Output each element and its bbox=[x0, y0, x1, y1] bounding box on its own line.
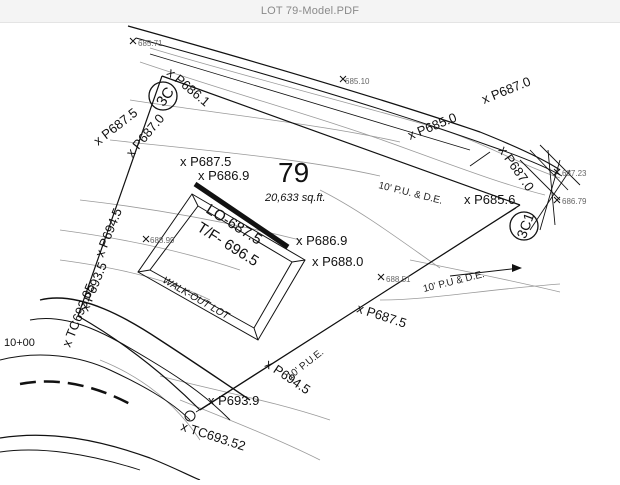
elevation-label: x P693.9 bbox=[208, 393, 259, 408]
spot-label: 688.99 bbox=[150, 236, 175, 245]
house-footprint bbox=[137, 193, 306, 341]
elevation-label: x P687.5 bbox=[180, 154, 231, 169]
spot-label: 685.10 bbox=[345, 77, 370, 86]
title-bar: LOT 79-Model.PDF bbox=[0, 0, 620, 23]
elevation-labels: x P686.1 x P687.5 x P687.0 x P687.5 x P6… bbox=[59, 65, 537, 454]
elevation-label: x P685.0 bbox=[406, 110, 459, 143]
marker-3c: 3C bbox=[148, 81, 178, 111]
contour-lines bbox=[59, 47, 561, 461]
spot-elevations: 685.71 685.10 688.99 687.23 686.79 688.5… bbox=[138, 39, 587, 284]
easement-note: 10' P.U.E. bbox=[285, 347, 326, 382]
easement-arrowhead bbox=[512, 264, 522, 272]
elevation-label: x TC693.05 bbox=[59, 281, 98, 349]
site-plan-drawing: 79 20,633 sq.ft. LO-687.5 T/F- 696.5 WAL… bbox=[0, 25, 587, 481]
spot-marks bbox=[129, 37, 561, 422]
lot-area: 20,633 sq.ft. bbox=[264, 192, 326, 204]
lot-boundary bbox=[77, 75, 521, 413]
foundation-wall bbox=[193, 181, 290, 250]
easement-note: 10' P.U. & D.E. bbox=[377, 180, 443, 207]
elevation-label: x P688.0 bbox=[312, 254, 363, 269]
road-edges bbox=[0, 25, 563, 481]
drawing-canvas[interactable]: 79 20,633 sq.ft. LO-687.5 T/F- 696.5 WAL… bbox=[0, 22, 620, 481]
elevation-label: x P687.0 bbox=[480, 74, 533, 107]
elevation-label: x TC693.52 bbox=[179, 419, 247, 454]
spot-label: 686.79 bbox=[562, 197, 587, 206]
lot-type-label: WALK-OUT LOT bbox=[161, 275, 232, 322]
p687-arrow bbox=[469, 151, 491, 167]
elevation-label: x P686.9 bbox=[296, 233, 347, 248]
elevation-label: x P685.6 bbox=[464, 192, 515, 207]
elevation-label: x P694.5 bbox=[92, 206, 125, 259]
spot-label: 687.23 bbox=[562, 169, 587, 178]
elevation-label: x P686.9 bbox=[198, 168, 249, 183]
lot-number: 79 bbox=[278, 157, 309, 188]
elevation-label: x P687.5 bbox=[355, 301, 408, 331]
easement-arrow bbox=[449, 267, 521, 277]
document-title: LOT 79-Model.PDF bbox=[260, 5, 360, 17]
spot-label: 685.71 bbox=[138, 39, 163, 48]
spot-label: 688.51 bbox=[386, 275, 411, 284]
station-label: 10+00 bbox=[4, 337, 35, 349]
marker-3c1: 3C1 bbox=[509, 211, 539, 241]
